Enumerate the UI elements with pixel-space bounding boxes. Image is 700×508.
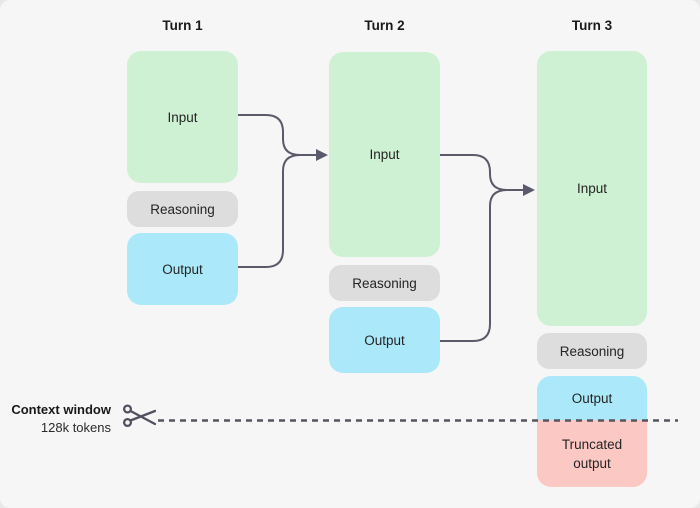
turn-2-title: Turn 2 [364,18,405,33]
turn-2-output-label: Output [364,332,405,348]
turn-1-input-box: Input [127,51,238,183]
turn-1-output-box: Output [127,233,238,305]
turn-3-input-box: Input [537,51,647,326]
turn-2-output-box: Output [329,307,440,373]
turn-1-input-label: Input [167,109,198,125]
connector-turn2-to-turn3 [440,154,524,342]
arrowhead-icon [523,184,535,196]
context-window-title: Context window [11,402,111,417]
turn-2-input-label: Input [369,147,400,162]
turn-3-output-label: Output [571,390,613,406]
turn-3-input-label: Input [576,181,608,196]
turn-1-reasoning-box: Reasoning [127,191,238,227]
turn-1-reasoning-label: Reasoning [150,201,215,217]
turn-3-reasoning-label: Reasoning [559,343,625,359]
scissors-icon [122,404,157,428]
arrowhead-icon [316,149,328,161]
turn-2-input-box: Input [329,52,440,257]
turn-3-reasoning-box: Reasoning [537,333,647,369]
turn-3-title: Turn 3 [571,18,613,33]
turn-1-output-label: Output [162,261,203,277]
turn-1-title: Turn 1 [162,18,203,33]
turn-2-reasoning-label: Reasoning [352,275,417,291]
connector-turn1-to-turn2 [238,114,317,268]
context-window-size: 128k tokens [40,420,111,435]
turn-3-output-box: Output [537,376,647,420]
context-window-label: Context window 128k tokens [6,401,111,437]
turn-3-truncated-output-label: Truncated output [561,436,623,471]
turn-2-reasoning-box: Reasoning [329,265,440,301]
turn-3-truncated-output-box: Truncated output [537,420,647,487]
